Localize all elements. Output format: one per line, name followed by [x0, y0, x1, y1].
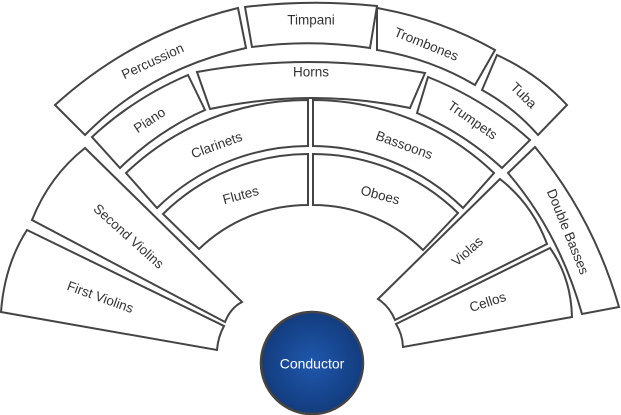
- section-violas[interactable]: Violas: [376, 177, 549, 322]
- section-bassoons[interactable]: Bassoons: [312, 98, 496, 210]
- section-label: Timpani: [287, 13, 335, 28]
- section-piano[interactable]: Piano: [90, 73, 207, 170]
- section-flutes[interactable]: Flutes: [161, 152, 309, 251]
- section-timpani[interactable]: Timpani: [243, 1, 379, 50]
- section-label: Horns: [293, 65, 329, 80]
- section-oboes[interactable]: Oboes: [312, 152, 460, 252]
- conductor[interactable]: Conductor: [259, 310, 365, 415]
- conductor-label: Conductor: [280, 356, 345, 372]
- section-horns[interactable]: Horns: [195, 61, 427, 111]
- section-cellos[interactable]: Cellos: [394, 246, 574, 349]
- section-clarinets[interactable]: Clarinets: [124, 98, 309, 210]
- section-tuba[interactable]: Tuba: [480, 53, 569, 137]
- section-first-violins[interactable]: First Violins: [0, 228, 226, 352]
- conductor-circle: [259, 310, 365, 415]
